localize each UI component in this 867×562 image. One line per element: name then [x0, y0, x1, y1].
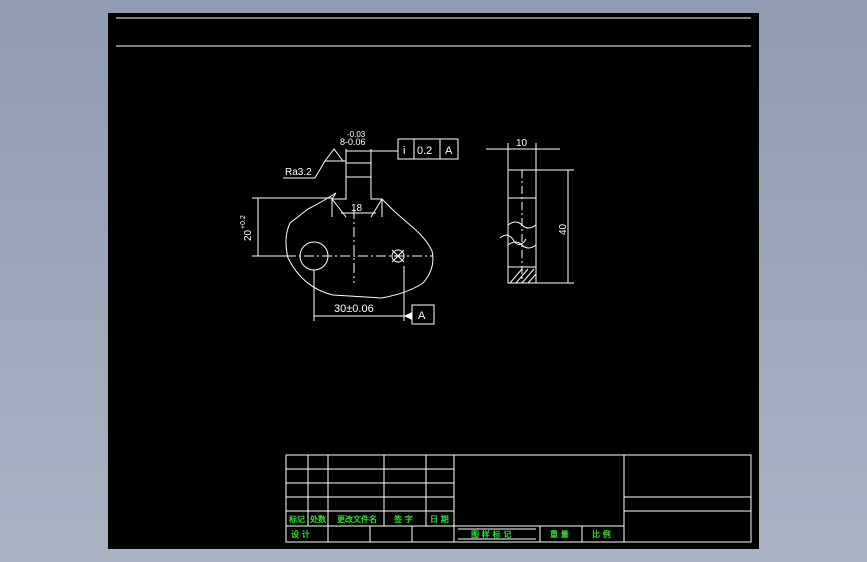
tolerance-upper: -0.03 [347, 130, 366, 139]
gdt-value: 0.2 [417, 145, 432, 157]
dim-18-label: 18 [351, 203, 363, 214]
front-view [252, 138, 459, 325]
drawing-sheet: Ra3.2 -0.03 8-0.06 i 0.2 A 18 20 +0.2 30… [108, 13, 759, 549]
tolerance-lower: 8-0.06 [340, 137, 366, 147]
dim-40-label: 40 [558, 223, 569, 235]
gdt-datum: A [445, 145, 453, 157]
drawing-canvas: Ra3.2 -0.03 8-0.06 i 0.2 A 18 20 +0.2 30… [116, 17, 752, 543]
header-mark: 标记 [288, 514, 305, 524]
header-signature: 签 字 [393, 514, 413, 524]
title-block [285, 454, 752, 543]
header-date: 日 期 [430, 514, 449, 524]
header-count: 处数 [309, 514, 327, 524]
dim-20-label: 20 [243, 229, 254, 241]
gdt-frame [397, 138, 459, 160]
dim-30-label: 30±0.06 [334, 303, 374, 315]
gdt-symbol: i [403, 145, 405, 157]
scale-label: 比 例 [592, 529, 611, 539]
roughness-label: Ra3.2 [285, 167, 312, 178]
side-view [486, 143, 574, 284]
dim-20-tol: +0.2 [240, 215, 247, 229]
dim-10-label: 10 [516, 138, 528, 149]
part-outline [285, 176, 434, 299]
weight-label: 重 量 [550, 529, 569, 539]
drawing-marks-label: 图 样 标 记 [471, 529, 511, 539]
design-label: 设 计 [291, 529, 310, 539]
small-hole [391, 249, 405, 263]
datum-label: A [418, 310, 426, 322]
header-change-doc: 更改文件名 [337, 514, 377, 524]
